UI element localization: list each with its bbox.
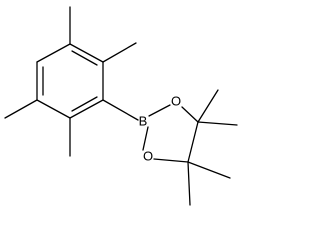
oxygen-upper-label: O: [171, 94, 181, 109]
ring-double-bond-top: [71, 50, 98, 66]
ring-bond-top: [69, 43, 104, 63]
methyl-bond-lower-left: [4, 99, 38, 119]
boron-oxygen-lower-bond: [142, 126, 149, 151]
pinacol-methyl-groups: [187, 89, 238, 206]
methyl-bond-upper-right: [102, 42, 137, 63]
dioxaborolane-ring: [142, 104, 199, 163]
oxygen-upper-carbon-bond: [181, 106, 199, 123]
carbon-carbon-bond: [187, 121, 199, 163]
pinacol-methyl-bond-3: [187, 161, 231, 179]
oxygen-lower-label: O: [143, 149, 153, 164]
pinacol-methyl-bond-1: [197, 89, 219, 123]
oxygen-lower-carbon-bond: [153, 158, 189, 163]
chemical-structure: B O O: [4, 6, 238, 206]
aryl-boron-bond: [102, 99, 139, 121]
ring-bond-upper-left: [36, 43, 71, 63]
ring-bond-lower-right: [69, 99, 104, 119]
pinacol-methyl-bond-2: [197, 121, 238, 126]
methyl-groups: [4, 6, 137, 157]
ring-double-bond-lower: [71, 96, 98, 112]
atom-labels: B O O: [139, 94, 181, 164]
ring-bond-bottom: [36, 99, 71, 119]
boron-oxygen-upper-bond: [148, 104, 171, 117]
benzene-ring: [36, 43, 104, 119]
boron-label: B: [139, 114, 148, 129]
pinacol-methyl-bond-4: [187, 161, 191, 206]
